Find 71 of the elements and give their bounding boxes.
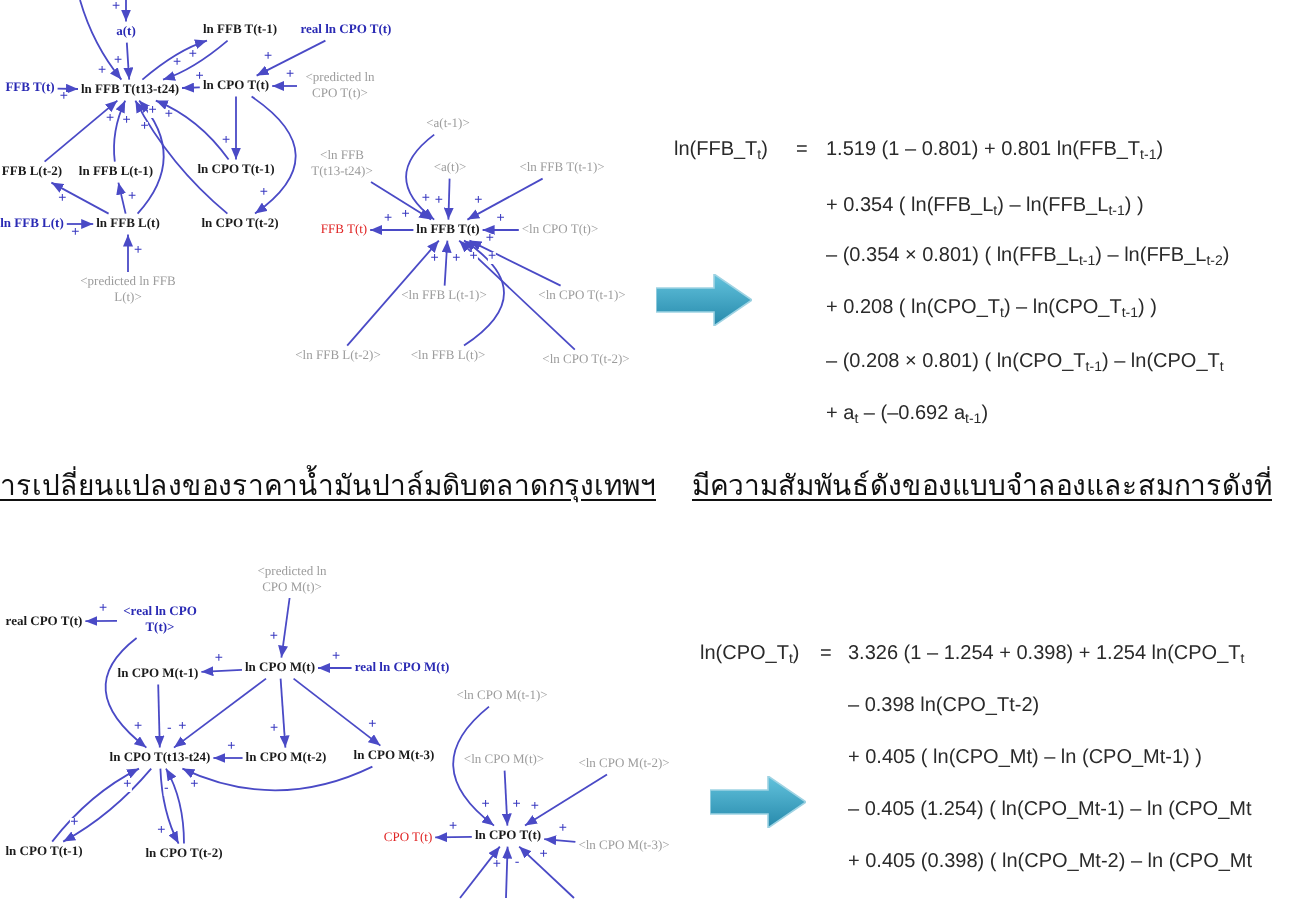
arrow bbox=[271, 81, 298, 91]
arrow bbox=[317, 663, 353, 673]
arrow bbox=[502, 845, 513, 899]
arrow bbox=[255, 39, 327, 77]
arrow bbox=[250, 95, 297, 215]
arrow bbox=[434, 832, 473, 843]
arrow bbox=[173, 677, 267, 749]
arrow bbox=[466, 177, 544, 221]
equation-line: + a$_{t}$ – (–0.692 a$_{t-1}$) bbox=[826, 401, 989, 427]
arrow bbox=[524, 773, 608, 827]
arrow bbox=[369, 225, 415, 235]
arrow bbox=[181, 82, 201, 93]
arrow bbox=[159, 767, 180, 845]
arrow bbox=[51, 767, 140, 843]
arrow bbox=[346, 239, 440, 347]
arrow bbox=[463, 239, 505, 347]
arrow bbox=[134, 99, 229, 215]
arrow bbox=[481, 225, 520, 235]
equation-line: 3.326 (1 – 1.254 + 0.398) + 1.254 ln(CPO_T$_{t}$ bbox=[848, 641, 1245, 667]
arrow bbox=[84, 616, 118, 627]
equals-sign: = bbox=[820, 641, 832, 667]
equation-line: + 0.405 ( ln(CPO_Mt) – ln (CPO_Mt-1) ) bbox=[848, 745, 1202, 771]
arrow bbox=[136, 99, 165, 215]
arrow bbox=[79, 0, 123, 81]
arrow bbox=[121, 0, 131, 23]
arrow bbox=[141, 39, 208, 81]
underlined-caption: ารเปลี่ยนแปลงของราคาน้ำมันปาล์มดิบตลาดกรุงเทพฯ bbox=[0, 469, 656, 507]
equation-line: – 0.405 (1.254) ( ln(CPO_Mt-1) – ln (CPO_Mt bbox=[848, 797, 1252, 823]
equation-line: + 0.354 ( ln(FFB_L$_{t}$) – ln(FFB_L$_{t-1}$) ) bbox=[826, 193, 1144, 219]
arrow bbox=[370, 181, 433, 221]
arrow bbox=[543, 835, 577, 846]
arrow bbox=[154, 99, 230, 161]
arrow bbox=[123, 233, 133, 273]
equation-line: – (0.208 × 0.801) ( ln(CPO_T$_{t-1}$) – ln(CPO_T$_{t}$ bbox=[826, 349, 1224, 375]
arrow bbox=[518, 845, 575, 899]
arrow bbox=[443, 177, 454, 221]
arrow bbox=[123, 41, 134, 81]
arrow bbox=[279, 677, 290, 749]
arrow bbox=[292, 677, 382, 747]
arrow bbox=[501, 769, 512, 827]
equation-line: + 0.208 ( ln(CPO_T$_{t}$) – ln(CPO_T$_{t-1}$) ) bbox=[826, 295, 1157, 321]
arrow bbox=[56, 83, 79, 94]
arrow bbox=[165, 767, 185, 845]
arrow bbox=[452, 705, 495, 827]
arrow bbox=[459, 845, 501, 899]
arrow bbox=[116, 181, 127, 215]
equation-line: – 0.398 ln(CPO_Tt-2) bbox=[848, 693, 1040, 719]
arrow bbox=[162, 39, 229, 81]
arrow bbox=[181, 765, 374, 792]
equation-term: ln(FFB_T$_{t}$) bbox=[674, 137, 768, 163]
equals-sign: = bbox=[796, 137, 808, 163]
arrow bbox=[278, 597, 291, 659]
arrow bbox=[212, 753, 244, 763]
arrow bbox=[62, 767, 153, 843]
equation-line: – (0.354 × 0.801) ( ln(FFB_L$_{t-1}$) – ln(FFB_L$_{t-2}$) bbox=[826, 243, 1230, 269]
arrow bbox=[113, 99, 127, 163]
equation-line: 1.519 (1 – 0.801) + 0.801 ln(FFB_T$_{t-1}$) bbox=[826, 137, 1164, 163]
arrow bbox=[458, 239, 576, 351]
arrow bbox=[50, 181, 110, 215]
arrow bbox=[43, 99, 119, 163]
arrow bbox=[441, 239, 452, 287]
arrow bbox=[231, 95, 241, 161]
equation-term: ln(CPO_T$_{t}$) bbox=[700, 641, 800, 667]
equation-line: + 0.405 (0.398) ( ln(CPO_Mt-2) – ln (CPO_Mt bbox=[848, 849, 1253, 875]
underlined-caption: มีความสัมพันธ์ดังของแบบจำลองและสมการดังที่ bbox=[692, 469, 1272, 507]
arrow bbox=[200, 666, 243, 677]
arrow bbox=[65, 219, 95, 229]
arrow bbox=[104, 637, 148, 749]
arrow bbox=[405, 133, 436, 221]
arrow bbox=[468, 239, 562, 287]
arrow bbox=[154, 683, 165, 749]
